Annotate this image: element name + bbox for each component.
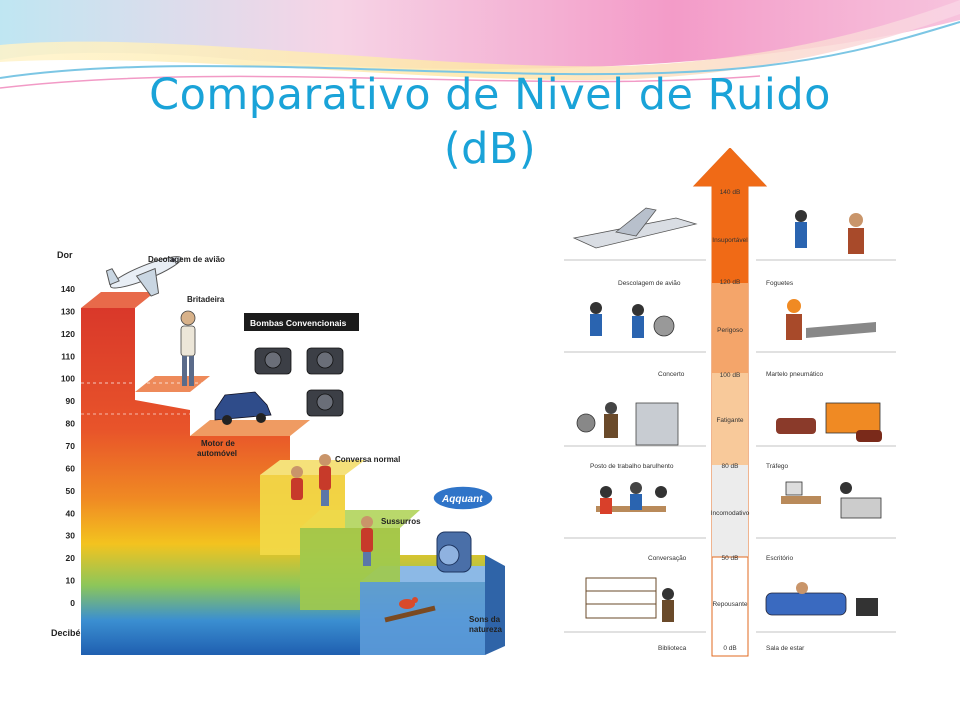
zone-fatigante <box>712 373 748 465</box>
scale-db0: 0 dB <box>723 645 736 652</box>
scale-db80: 80 dB <box>722 463 739 470</box>
scene-left-airplane <box>564 207 706 261</box>
step-top-3 <box>190 420 310 436</box>
whispering-person-icon <box>361 516 373 566</box>
conventional-pumps-icon <box>254 347 344 417</box>
scale-db120: 120 dB <box>720 279 741 286</box>
decibel-tick-label: 80 <box>66 419 76 429</box>
label-car-line2: automóvel <box>197 449 237 458</box>
car-icon <box>214 391 272 425</box>
scene-left-concert <box>564 302 706 353</box>
scale-repousante: Repousante <box>712 601 747 608</box>
zone-repousante <box>711 556 749 657</box>
caption-right-2: Tráfego <box>766 463 789 470</box>
staircase-illustration-svg: Dor Decibéis 140130120110100908070605040… <box>51 250 505 655</box>
decibel-tick-label: 20 <box>66 553 76 563</box>
decibel-tick-label: 10 <box>66 576 76 586</box>
scene-left-workshop <box>564 402 706 447</box>
zone-perigoso <box>712 283 748 373</box>
brand-aqquant: Aqquant <box>441 494 483 505</box>
arrow-noise-scale-illustration: 140 dB Insuportável 120 dB Perigoso 100 … <box>556 147 904 658</box>
label-conversation: Conversa normal <box>335 455 400 464</box>
scale-insuportavel: Insuportável <box>712 237 748 244</box>
slide-title-line2: (dB) <box>443 124 537 174</box>
decibel-tick-label: 130 <box>61 306 75 316</box>
caption-left-4: Biblioteca <box>658 645 687 652</box>
decibel-tick-label: 110 <box>61 351 75 361</box>
scene-right-jackhammer <box>756 299 896 353</box>
axis-top-label: Dor <box>57 250 73 260</box>
label-pumps: Bombas Convencionais <box>250 318 347 328</box>
arrow-scale-svg: 140 dB Insuportável 120 dB Perigoso 100 … <box>564 147 896 657</box>
step-right-face <box>485 555 505 655</box>
decibel-tick-label: 40 <box>66 508 76 518</box>
scene-right-traffic <box>756 402 896 447</box>
pumps-label-box <box>244 313 359 331</box>
label-nature-line1: Sons da <box>469 615 501 624</box>
slide-title-line1: Comparativo de Nivel de Ruido <box>149 70 831 120</box>
scale-db50: 50 dB <box>722 555 739 562</box>
label-whisper: Sussurros <box>381 517 421 526</box>
step-top-2 <box>135 376 210 392</box>
header-swoosh-decoration <box>0 0 960 89</box>
zone-incomodativo <box>712 465 748 557</box>
caption-left-2: Posto de trabalho barulhento <box>590 463 674 470</box>
caption-left-1: Concerto <box>658 371 685 378</box>
decibel-tick-label: 0 <box>70 598 75 608</box>
step-side-blue <box>360 582 485 655</box>
zone-insuportavel <box>712 186 748 283</box>
scene-right-fireworks <box>756 210 896 261</box>
bird-on-branch-icon <box>384 597 436 623</box>
conversation-people-icon <box>291 454 331 506</box>
scene-right-living-room <box>756 582 896 633</box>
step-top-1 <box>81 292 155 308</box>
label-jackhammer: Britadeira <box>187 295 225 304</box>
axis-bottom-label: Decibéis <box>51 628 88 638</box>
decibel-tick-label: 140 <box>61 284 75 294</box>
scale-perigoso: Perigoso <box>717 327 743 334</box>
scale-incomodativo: Incomodativo <box>711 510 750 517</box>
step-side-green <box>300 528 400 610</box>
scale-db100: 100 dB <box>720 372 741 379</box>
decibel-tick-label: 70 <box>66 441 76 451</box>
scene-left-library <box>564 577 706 633</box>
scene-right-office <box>756 481 896 539</box>
caption-left-0: Descolagem de avião <box>618 280 681 287</box>
decibel-tick-label: 120 <box>61 329 75 339</box>
jackhammer-worker-icon <box>180 310 196 386</box>
airplane-icon <box>105 256 182 297</box>
step-top-4 <box>260 460 365 475</box>
label-nature-line2: natureza <box>469 625 502 634</box>
caption-right-0: Foguetes <box>766 280 794 287</box>
caption-right-1: Martelo pneumático <box>766 371 823 378</box>
caption-right-3: Escritório <box>766 555 793 562</box>
caption-right-4: Sala de estar <box>766 645 805 652</box>
decibel-tick-label: 60 <box>66 463 76 473</box>
decibel-tick-label: 50 <box>66 486 76 496</box>
slide-title: Comparativo de Nivel de Ruido (dB) <box>100 68 880 176</box>
scene-left-conversation <box>564 482 706 539</box>
decibel-tick-label: 90 <box>66 396 76 406</box>
label-car-line1: Motor de <box>201 439 235 448</box>
aqquant-pump-icon: Aqquant <box>432 485 494 573</box>
caption-left-3: Conversação <box>648 555 687 562</box>
scale-db140: 140 dB <box>720 189 741 196</box>
decibel-tick-label: 30 <box>66 531 76 541</box>
decibel-tick-label: 100 <box>61 374 75 384</box>
scale-fatigante: Fatigante <box>716 417 743 424</box>
label-airplane: Decolagem de avião <box>148 255 225 264</box>
